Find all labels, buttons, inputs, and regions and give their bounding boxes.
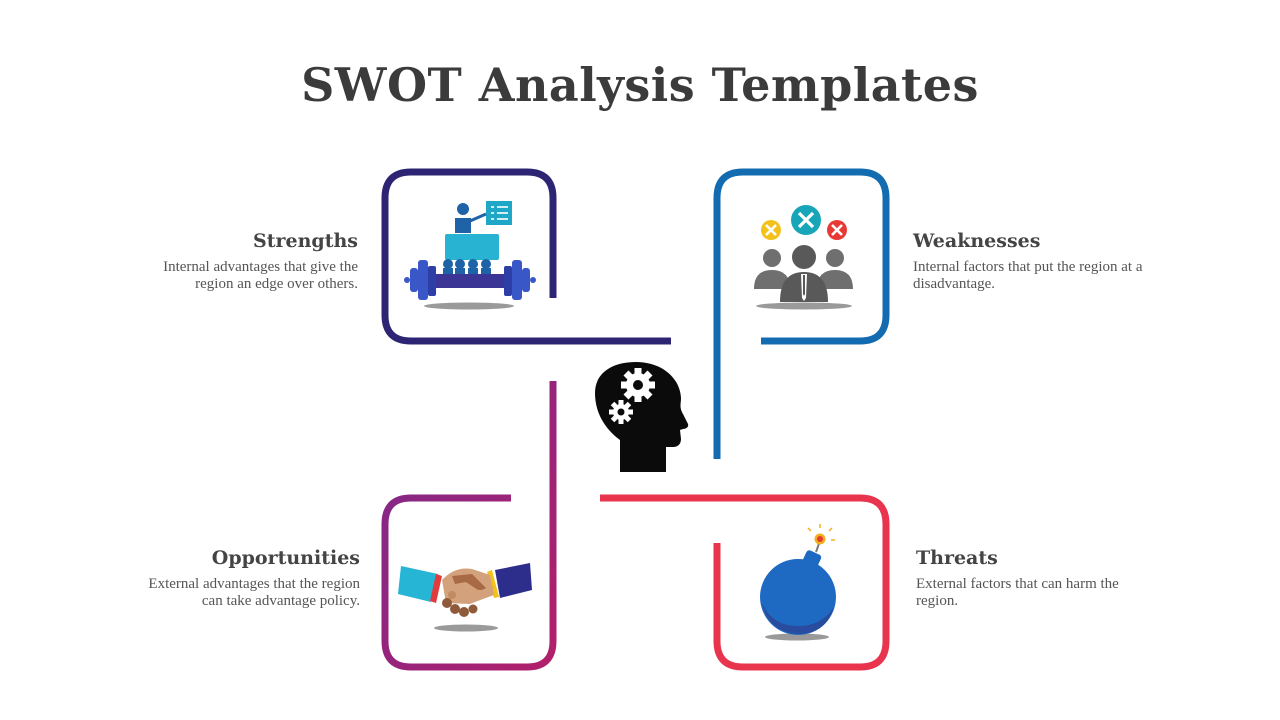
presentation-icon bbox=[404, 201, 536, 310]
bomb-icon bbox=[760, 524, 836, 641]
opportunities-description-line-2: can take advantage policy. bbox=[201, 593, 360, 609]
weaknesses-block: Weaknesses Internal factors that put the… bbox=[913, 230, 1193, 293]
weaknesses-description: Internal factors that put the region at … bbox=[913, 259, 1193, 293]
handshake-icon bbox=[398, 563, 532, 632]
opportunities-description-line-1: External advantages that the region bbox=[148, 576, 360, 592]
page-title: SWOT Analysis Templates bbox=[301, 58, 979, 112]
strengths-description-line-1: Internal advantages that give the bbox=[163, 259, 358, 275]
weaknesses-description-line-2: disadvantage. bbox=[913, 276, 996, 292]
opportunities-description: External advantages that the region can … bbox=[80, 576, 360, 610]
threats-frame bbox=[600, 494, 890, 671]
strengths-frame bbox=[381, 168, 671, 345]
weaknesses-description-line-1: Internal factors that put the region at … bbox=[913, 259, 1143, 275]
weaknesses-heading: Weaknesses bbox=[913, 230, 1041, 252]
opportunities-frame bbox=[381, 381, 557, 671]
weaknesses-frame bbox=[713, 168, 890, 459]
head-gears-icon bbox=[595, 362, 689, 472]
strengths-description: Internal advantages that give the region… bbox=[78, 259, 358, 293]
opportunities-block: Opportunities External advantages that t… bbox=[80, 547, 360, 610]
strengths-description-line-2: region an edge over others. bbox=[195, 276, 358, 292]
opportunities-heading: Opportunities bbox=[211, 547, 360, 569]
threats-block: Threats External factors that can harm t… bbox=[916, 547, 1196, 610]
threats-heading: Threats bbox=[916, 547, 998, 569]
strengths-heading: Strengths bbox=[253, 230, 358, 252]
strengths-block: Strengths Internal advantages that give … bbox=[78, 230, 358, 293]
rejected-team-icon bbox=[754, 205, 853, 310]
threats-description: External factors that can harm the regio… bbox=[916, 576, 1196, 610]
threats-description-line-2: region. bbox=[916, 593, 959, 609]
threats-description-line-1: External factors that can harm the bbox=[916, 576, 1119, 592]
